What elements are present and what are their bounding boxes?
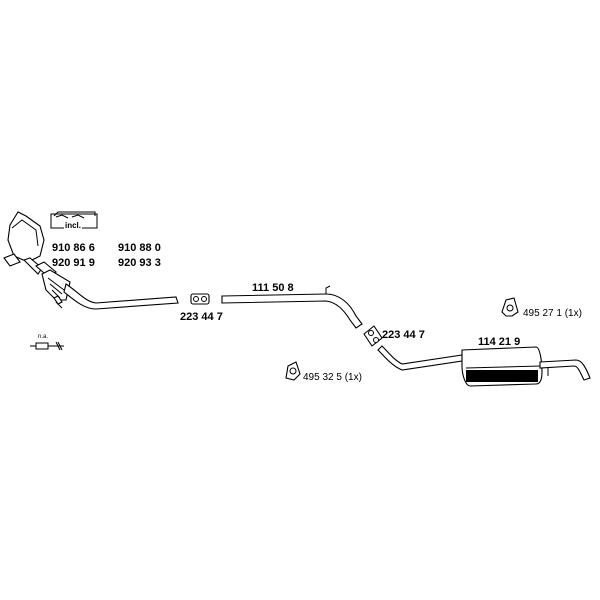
clamp-2 xyxy=(363,325,383,347)
hanger-2-part-number: 495 32 5 (1x) xyxy=(303,372,362,383)
included-parts-box: incl. xyxy=(50,211,98,230)
catalytic-converter xyxy=(3,211,57,281)
cat-part-number-d: 920 93 3 xyxy=(118,257,161,269)
incl-label: incl. xyxy=(65,221,81,230)
cat-part-number-a: 910 86 6 xyxy=(52,242,95,254)
muffler-part-number: 114 21 9 xyxy=(478,336,520,348)
flex-pipe xyxy=(41,269,71,309)
middle-pipe xyxy=(221,293,363,329)
na-label: n.a. xyxy=(38,334,48,340)
middle-pipe-part-number: 111 50 8 xyxy=(252,282,294,294)
cat-part-number-b: 910 88 0 xyxy=(118,242,161,254)
sensor-not-available xyxy=(30,341,64,351)
clamp-2-part-number: 223 44 7 xyxy=(382,329,425,341)
rear-muffler xyxy=(461,346,591,387)
cat-part-number-c: 920 91 9 xyxy=(52,257,95,269)
hanger-1-part-number: 495 27 1 (1x) xyxy=(523,308,582,319)
rear-pipe xyxy=(377,345,463,371)
hanger-2 xyxy=(285,361,301,381)
clamp-1 xyxy=(190,293,210,305)
clamp-1-part-number: 223 44 7 xyxy=(180,311,223,323)
front-pipe xyxy=(63,283,179,310)
hanger-1 xyxy=(501,297,519,317)
